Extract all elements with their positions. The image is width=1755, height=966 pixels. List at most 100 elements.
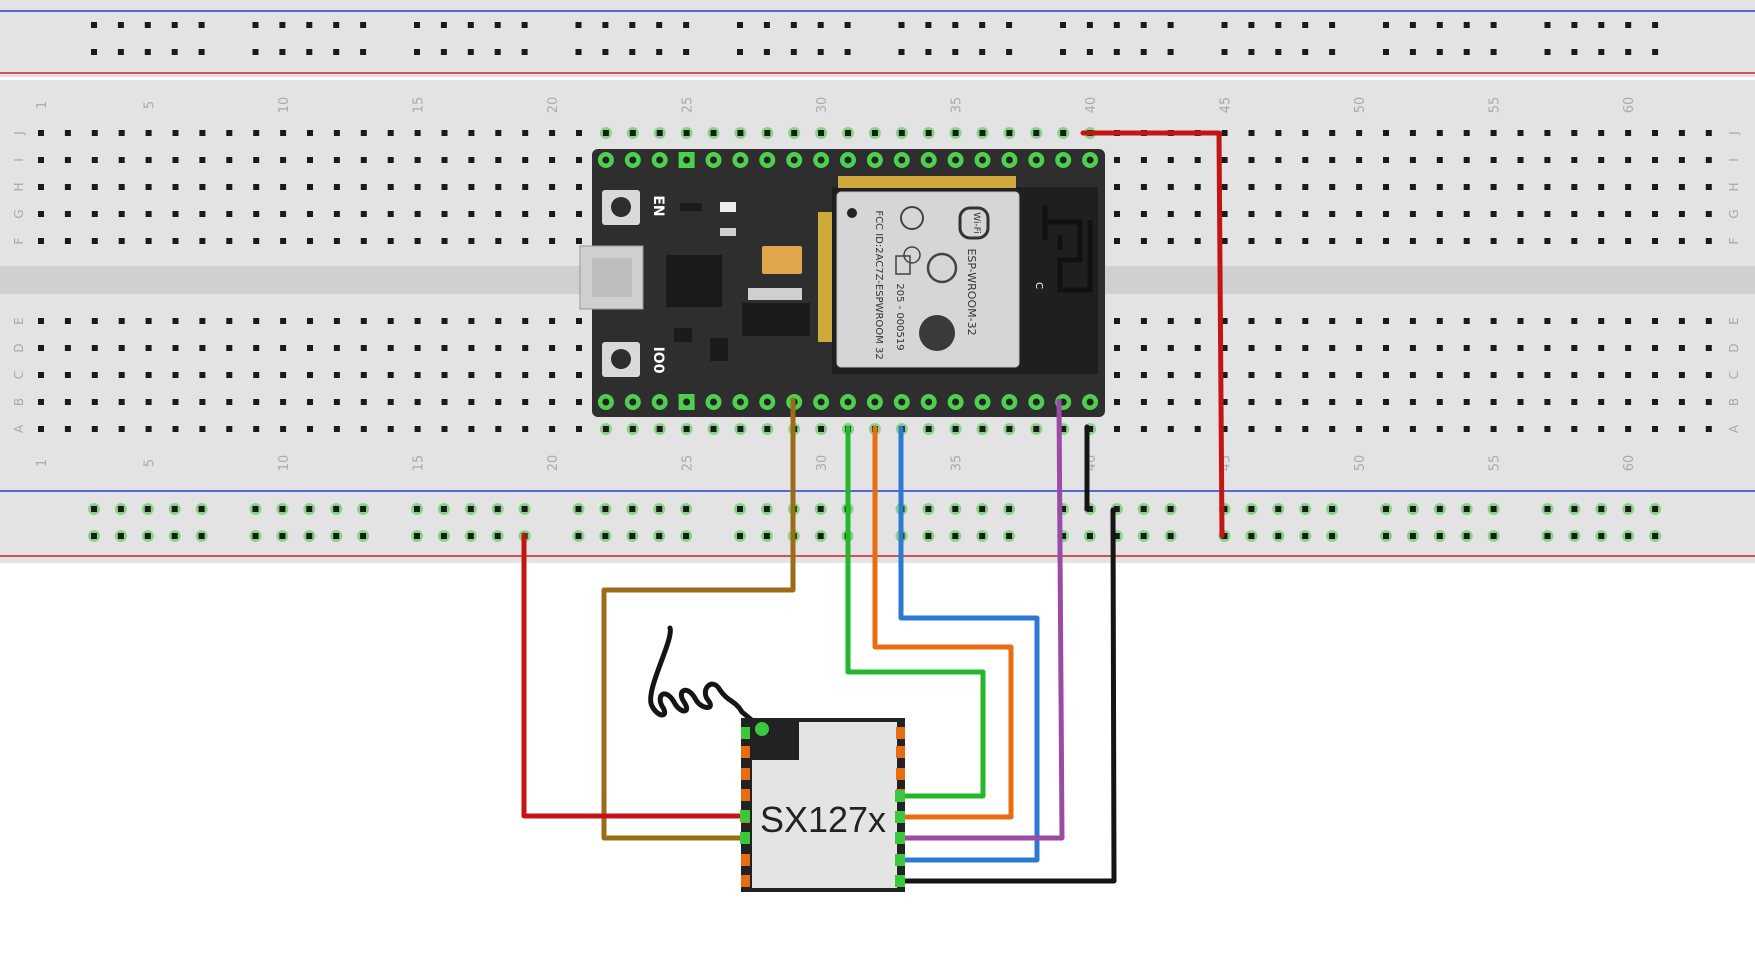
breadboard-hole — [1383, 318, 1389, 324]
rail-hole — [360, 22, 367, 28]
rail-hole — [656, 533, 663, 539]
lora-pin-left — [741, 875, 750, 887]
breadboard-hole — [1436, 399, 1443, 405]
breadboard-hole — [1678, 345, 1685, 351]
breadboard-hole — [414, 211, 421, 217]
breadboard-hole — [1517, 211, 1524, 217]
rail-hole — [440, 506, 447, 512]
rail-hole — [279, 506, 286, 512]
rail-hole — [1571, 49, 1578, 55]
breadboard-hole — [387, 318, 394, 324]
rail-hole — [737, 506, 743, 512]
en-button-cap — [611, 197, 631, 217]
breadboard-hole — [1383, 372, 1389, 378]
rail-hole — [171, 533, 178, 539]
esp32-pin-hole — [710, 156, 717, 164]
rail-hole — [521, 22, 528, 28]
breadboard-hole — [1409, 426, 1416, 432]
breadboard-hole — [253, 426, 260, 432]
breadboard-hole — [38, 399, 44, 405]
esp32-pin-hole — [817, 156, 825, 164]
breadboard-hole — [226, 372, 233, 378]
breadboard-hole — [145, 238, 152, 244]
breadboard-hole — [1625, 345, 1632, 351]
breadboard-hole — [1140, 211, 1147, 217]
breadboard-hole — [576, 211, 582, 217]
breadboard-hole — [683, 130, 690, 136]
breadboard-hole — [1678, 372, 1685, 378]
lora-pin-connected — [895, 811, 905, 823]
breadboard-hole — [1409, 184, 1416, 190]
rail-hole — [306, 49, 313, 55]
rail-hole — [1167, 22, 1174, 28]
breadboard-hole — [845, 130, 851, 136]
wire-red-vcc — [521, 532, 748, 819]
espressif-logo-icon — [919, 315, 955, 351]
breadboard-hole — [1167, 318, 1174, 324]
breadboard-hole — [1248, 238, 1255, 244]
row-label: A — [1727, 424, 1741, 433]
row-label: H — [12, 182, 26, 191]
breadboard-hole — [1490, 157, 1497, 163]
breadboard-hole — [414, 318, 421, 324]
wires — [521, 130, 1225, 884]
rail-hole — [306, 533, 313, 539]
rail-hole — [629, 49, 636, 55]
esp32-devkit: EN IO0 ESP-WROOM-32 FCC ID:2AC7Z-ESPWROO… — [579, 149, 1105, 417]
breadboard-hole — [764, 426, 771, 432]
breadboard-hole — [387, 184, 394, 190]
rail-hole — [279, 49, 286, 55]
rail-hole — [817, 506, 824, 512]
wire-blue — [897, 425, 1040, 863]
fcc-logo-icon — [900, 206, 924, 230]
breadboard-hole — [1140, 372, 1147, 378]
esp32-pin-hole — [952, 156, 960, 164]
breadboard-hole — [522, 238, 529, 244]
breadboard-hole — [1140, 426, 1147, 432]
resistor-1 — [720, 228, 736, 236]
breadboard-hole — [1490, 130, 1497, 136]
rail-hole — [1302, 49, 1309, 55]
breadboard-hole — [307, 130, 313, 136]
breadboard-hole — [1544, 238, 1551, 244]
breadboard-hole — [1436, 238, 1443, 244]
rail-hole — [602, 533, 609, 539]
breadboard-hole — [1517, 345, 1524, 351]
breadboard-hole — [1329, 238, 1336, 244]
breadboard-hole — [307, 184, 313, 190]
breadboard-hole — [1571, 238, 1578, 244]
rail-hole — [763, 506, 770, 512]
breadboard-hole — [333, 426, 340, 432]
breadboard-hole — [1409, 345, 1416, 351]
breadboard-hole — [1329, 157, 1336, 163]
rail-hole — [306, 506, 313, 512]
module-pin1-dot — [847, 208, 857, 218]
breadboard-hole — [1302, 318, 1309, 324]
breadboard-hole — [91, 345, 98, 351]
lora-module-label: SX127x — [760, 799, 886, 840]
breadboard-hole — [333, 345, 340, 351]
row-label: F — [12, 237, 26, 244]
rail-hole — [1409, 506, 1416, 512]
breadboard-hole — [710, 426, 717, 432]
rail-hole — [629, 533, 636, 539]
breadboard-hole — [1356, 157, 1363, 163]
breadboard-hole — [64, 318, 71, 324]
rail-hole — [790, 49, 797, 55]
esp32-header-pins — [597, 152, 1099, 410]
rail-hole — [1571, 506, 1578, 512]
breadboard-hole — [118, 345, 125, 351]
rail-hole — [1275, 533, 1282, 539]
breadboard-hole — [307, 157, 313, 163]
column-label: 1 — [35, 459, 50, 467]
breadboard-hole — [1275, 157, 1282, 163]
breadboard-hole — [1625, 399, 1632, 405]
breadboard-hole — [226, 211, 233, 217]
breadboard-hole — [387, 345, 394, 351]
breadboard-hole — [145, 184, 152, 190]
breadboard-hole — [360, 318, 367, 324]
lora-pin-left — [741, 854, 750, 866]
led — [720, 202, 736, 212]
breadboard-hole — [91, 318, 98, 324]
